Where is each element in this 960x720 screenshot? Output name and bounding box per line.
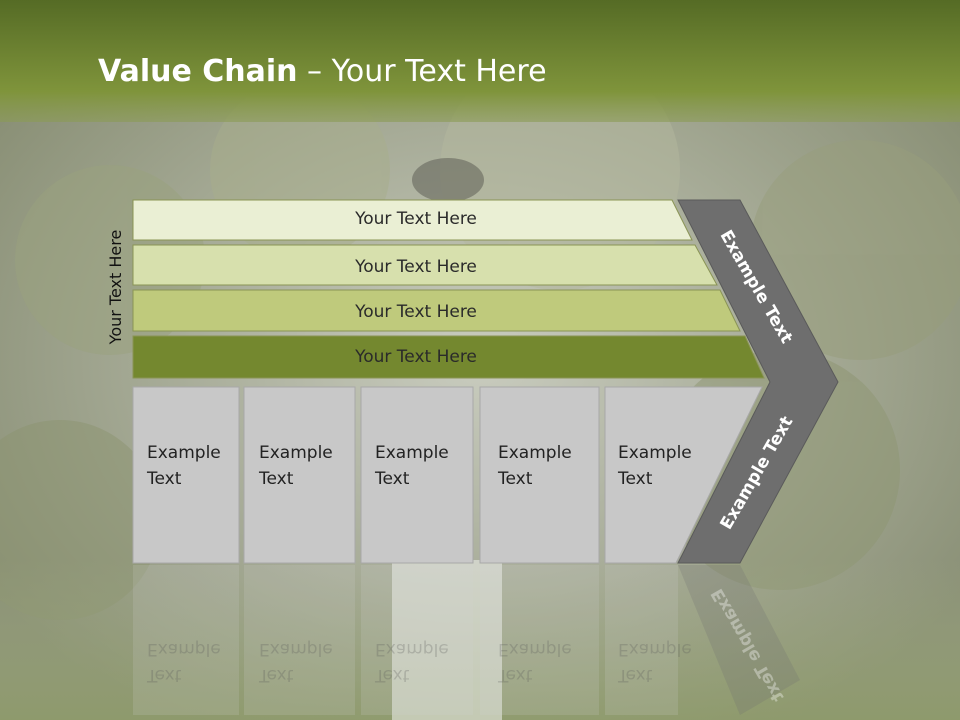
box-3 (360, 386, 474, 564)
box-reflection-shape-4 (480, 565, 599, 715)
band-3 (132, 289, 741, 332)
box-line-4a: Example (498, 443, 572, 463)
refl-line-3b: Example (375, 639, 449, 659)
box-line-5b: Text (618, 469, 653, 489)
box-reflection-shape-3 (361, 565, 473, 715)
chevron-reflection-shape (678, 565, 800, 715)
band-2 (132, 244, 718, 286)
box-line-3a: Example (375, 443, 449, 463)
box-line-4b: Text (498, 469, 533, 489)
box-line-1a: Example (147, 443, 221, 463)
refl-line-4b: Example (498, 639, 572, 659)
slide-title: Value Chain – Your Text Here (98, 54, 547, 89)
refl-line-4a: Text (498, 665, 533, 685)
refl-line-1b: Example (147, 639, 221, 659)
box-reflection-5: Text Example (618, 636, 692, 688)
box-2 (243, 386, 356, 564)
band-4 (132, 335, 765, 379)
side-label: Your Text Here (106, 229, 125, 345)
band-label-3: Your Text Here (355, 302, 477, 322)
box-line-1b: Text (147, 469, 182, 489)
box-reflection-4: Text Example (498, 636, 572, 688)
chevron-arrow (677, 199, 839, 564)
box-line-2a: Example (259, 443, 333, 463)
band-1 (132, 199, 693, 241)
box-reflection-shape-1 (133, 565, 239, 715)
box-4 (479, 386, 600, 564)
band-label-1: Your Text Here (355, 209, 477, 229)
value-chain-diagram (132, 199, 839, 715)
refl-line-2a: Text (259, 665, 294, 685)
refl-line-2b: Example (259, 639, 333, 659)
title-rest: – Your Text Here (297, 54, 547, 89)
box-reflection-2: Text Example (259, 636, 333, 688)
box-reflection-3: Text Example (375, 636, 449, 688)
band-label-2: Your Text Here (355, 257, 477, 277)
box-5 (604, 386, 763, 564)
box-line-5a: Example (618, 443, 692, 463)
band-label-4: Your Text Here (355, 347, 477, 367)
box-line-3b: Text (375, 469, 410, 489)
title-bold: Value Chain (98, 54, 298, 89)
box-reflection-1: Text Example (147, 636, 221, 688)
refl-line-5a: Text (618, 665, 653, 685)
box-reflection-shape-2 (244, 565, 355, 715)
refl-line-5b: Example (618, 639, 692, 659)
box-line-2b: Text (259, 469, 294, 489)
refl-line-1a: Text (147, 665, 182, 685)
box-reflection-shape-5 (605, 565, 678, 715)
box-1 (132, 386, 240, 564)
refl-line-3a: Text (375, 665, 410, 685)
